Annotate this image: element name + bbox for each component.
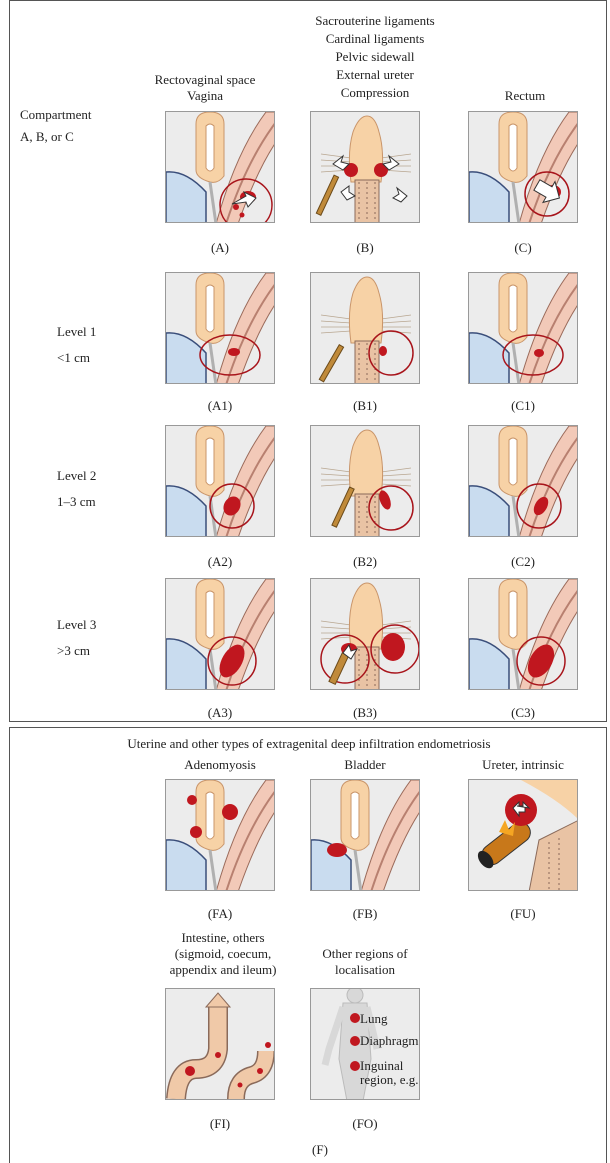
illustration-a2: [165, 425, 275, 537]
label-fa: (FA): [165, 906, 275, 922]
illustration-c1: [468, 272, 578, 384]
header-other-regions: Other regions of localisation: [305, 946, 425, 978]
col-header-c: Rectum: [470, 88, 580, 104]
label-c2: (C2): [468, 554, 578, 570]
label-f: (F): [290, 1142, 350, 1158]
label-fu: (FU): [468, 906, 578, 922]
fo-label-lung: Lung: [360, 1011, 387, 1027]
illustration-b: [310, 111, 420, 223]
col-header-a: Rectovaginal space Vagina: [140, 72, 270, 104]
label-a2: (A2): [165, 554, 275, 570]
illustration-c: [468, 111, 578, 223]
illustration-a3: [165, 578, 275, 690]
label-b: (B): [310, 240, 420, 256]
fo-label-diaphragm: Diaphragm: [360, 1033, 418, 1049]
bottom-title: Uterine and other types of extragenital …: [10, 736, 608, 752]
illustration-fu: [468, 779, 578, 891]
label-b1: (B1): [310, 398, 420, 414]
illustration-b2: [310, 425, 420, 537]
illustration-b1: [310, 272, 420, 384]
header-ureter-intrinsic: Ureter, intrinsic: [458, 757, 588, 773]
label-a: (A): [165, 240, 275, 256]
illustration-fb: [310, 779, 420, 891]
illustration-fa: [165, 779, 275, 891]
header-adenomyosis: Adenomyosis: [165, 757, 275, 773]
illustration-b3: [310, 578, 420, 690]
row-header-compartment: Compartment A, B, or C: [20, 104, 92, 148]
illustration-c3: [468, 578, 578, 690]
illustration-c2: [468, 425, 578, 537]
label-c: (C): [468, 240, 578, 256]
label-c1: (C1): [468, 398, 578, 414]
label-b3: (B3): [310, 705, 420, 721]
label-c3: (C3): [468, 705, 578, 721]
label-b2: (B2): [310, 554, 420, 570]
label-fb: (FB): [310, 906, 420, 922]
illustration-a1: [165, 272, 275, 384]
label-fi: (FI): [165, 1116, 275, 1132]
row-header-level1: Level 1 <1 cm: [57, 319, 96, 371]
label-a1: (A1): [165, 398, 275, 414]
col-header-b: Sacrouterine ligaments Cardinal ligament…: [285, 12, 465, 102]
row-header-level2: Level 2 1–3 cm: [57, 463, 96, 515]
row-header-level3: Level 3 >3 cm: [57, 612, 96, 664]
label-fo: (FO): [310, 1116, 420, 1132]
illustration-fi: [165, 988, 275, 1100]
header-intestine: Intestine, others (sigmoid, coecum, appe…: [148, 930, 298, 978]
header-bladder: Bladder: [310, 757, 420, 773]
illustration-a: [165, 111, 275, 223]
fo-label-region: region, e.g.: [360, 1072, 418, 1088]
label-a3: (A3): [165, 705, 275, 721]
